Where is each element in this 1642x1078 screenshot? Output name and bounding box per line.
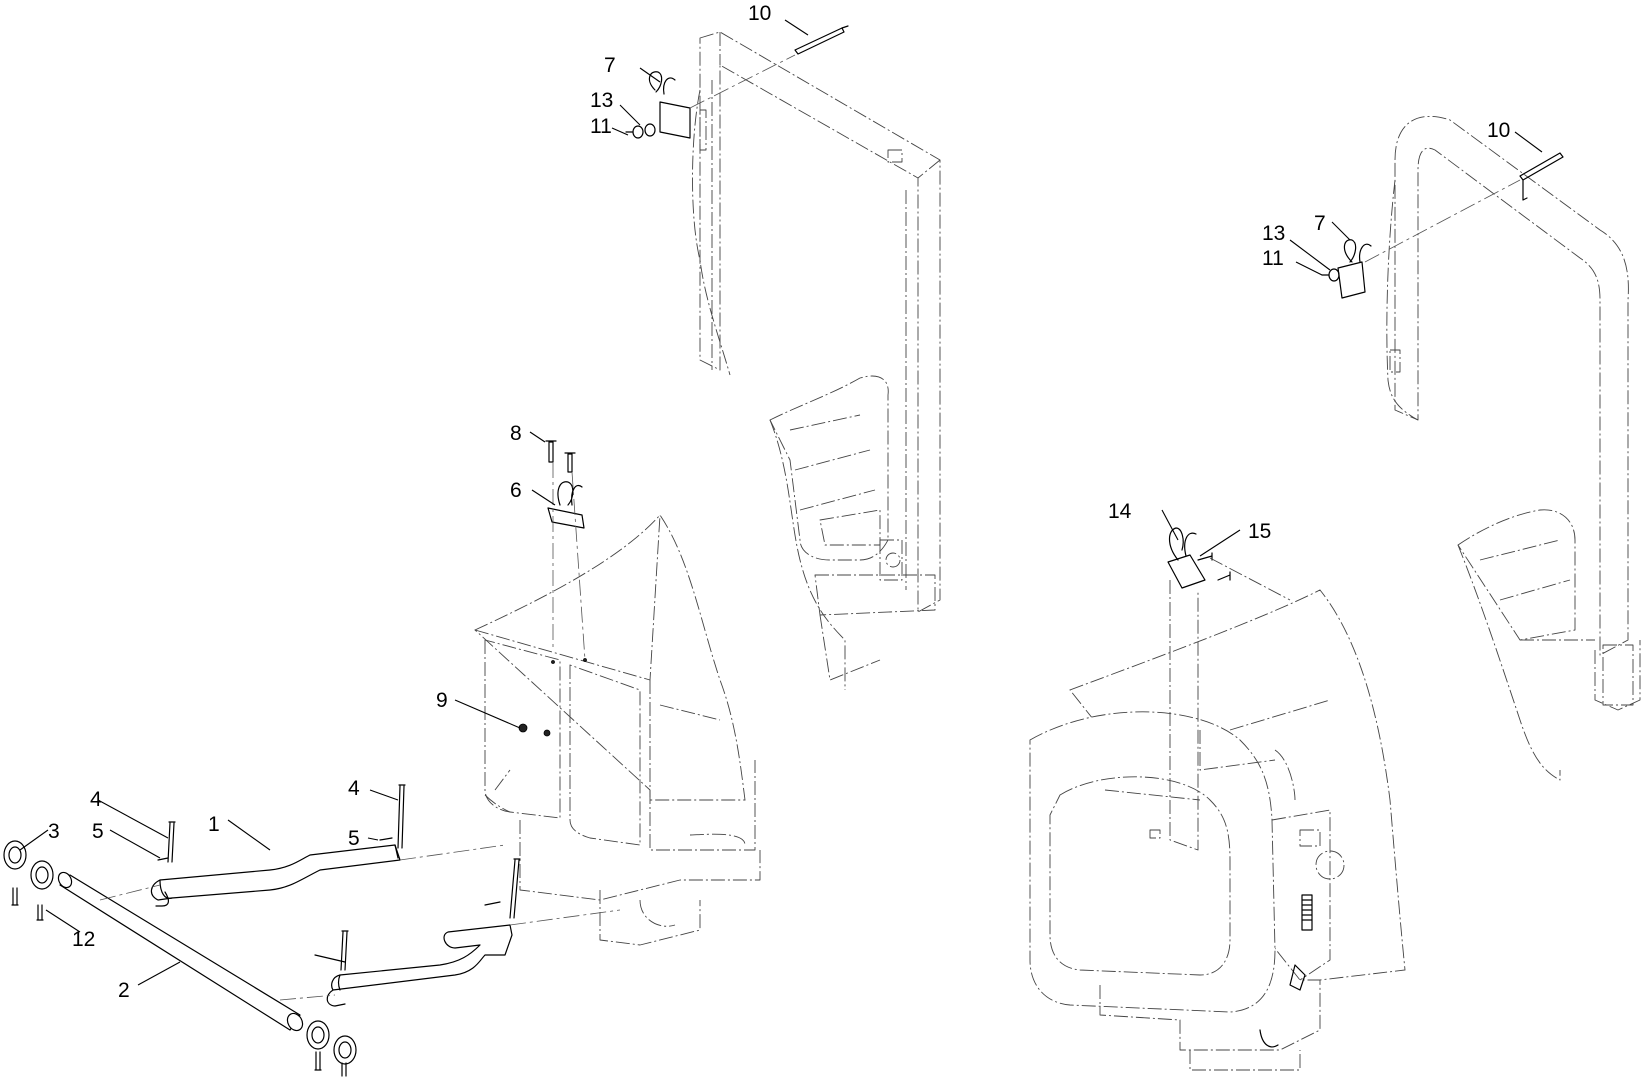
- callout-12: 12: [72, 928, 95, 951]
- callout-13-right: 13: [1262, 222, 1285, 245]
- seat-left: [769, 375, 936, 690]
- callout-5-right: 5: [348, 827, 360, 850]
- callout-15: 15: [1248, 520, 1271, 543]
- manual-tube-left: [794, 25, 849, 55]
- callout-13-left: 13: [590, 89, 613, 112]
- callout-8: 8: [510, 422, 522, 445]
- rops-frame-square: [692, 31, 941, 613]
- callout-7-left: 7: [604, 54, 616, 77]
- callout-4-left: 4: [90, 788, 102, 811]
- rops-frame-rounded: [1386, 116, 1641, 711]
- callout-9: 9: [436, 689, 448, 712]
- callout-2: 2: [118, 979, 130, 1002]
- callout-14: 14: [1108, 500, 1132, 523]
- bearings: [3, 840, 357, 1077]
- callout-11-left: 11: [590, 115, 612, 138]
- callout-1: 1: [208, 813, 220, 836]
- manual-tube-bracket-left: [625, 54, 796, 139]
- hood-right: [1029, 589, 1406, 1071]
- latch-assembly-left: [545, 440, 587, 664]
- callout-10-left: 10: [748, 2, 771, 25]
- callout-10-right: 10: [1487, 119, 1510, 142]
- pivot-shaft: [57, 871, 336, 1032]
- callout-leaders: [19, 19, 1543, 986]
- callout-6: 6: [510, 479, 522, 502]
- callout-3: 3: [48, 820, 60, 843]
- manual-tube-bracket-right: [1321, 152, 1564, 299]
- callout-4-right: 4: [348, 777, 360, 800]
- callout-11-right: 11: [1262, 247, 1284, 270]
- hood-left: [474, 514, 761, 946]
- seat-right: [1457, 509, 1595, 781]
- lift-arm-upper: [150, 784, 506, 907]
- latch-assembly-right: [1167, 527, 1291, 851]
- callout-labels: 10 7 13 11 10 7 13 11 8 6 9 14 15 4 5 1 …: [48, 2, 1510, 1002]
- lift-arm-lower: [314, 858, 621, 1007]
- callout-5-left: 5: [92, 820, 104, 843]
- callout-7-right: 7: [1314, 212, 1326, 235]
